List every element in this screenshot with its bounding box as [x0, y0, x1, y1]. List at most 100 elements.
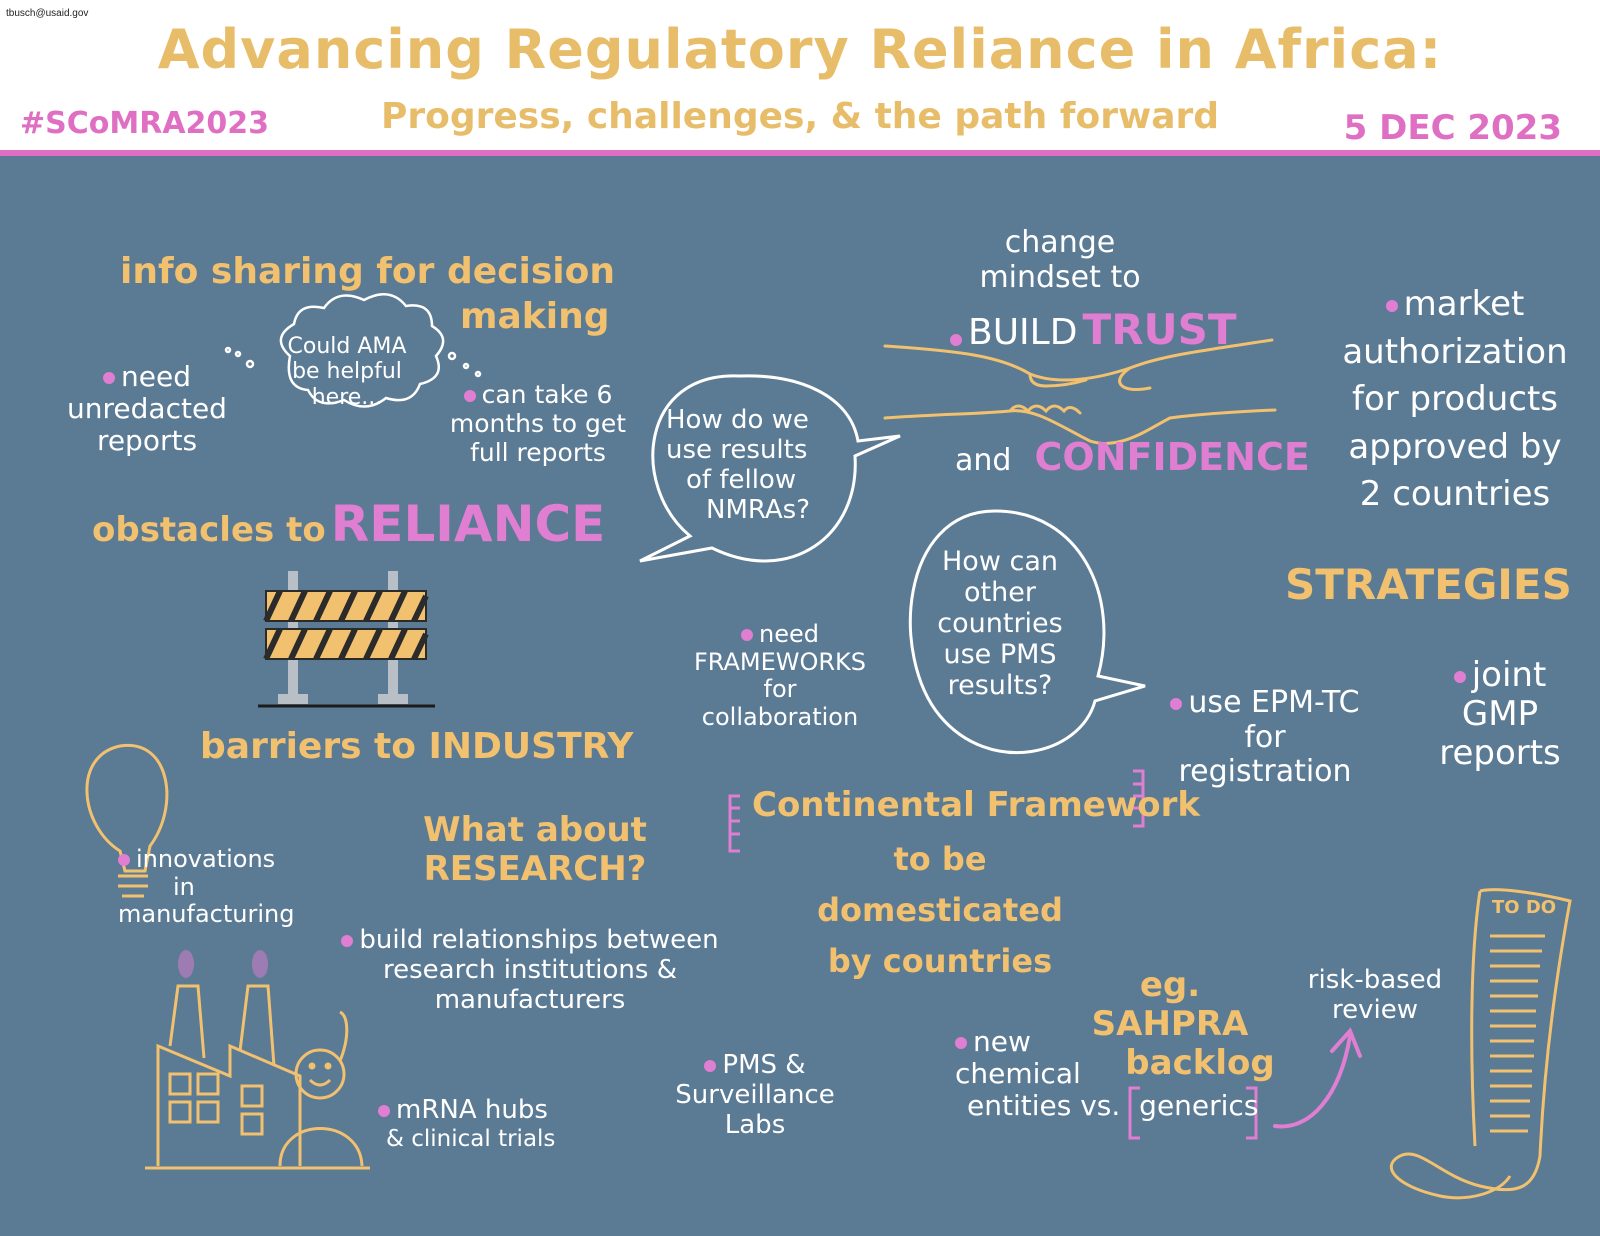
strategies-heading: STRATEGIES — [1285, 560, 1572, 609]
build-line-1: build relationships between — [359, 925, 719, 955]
nce-line-3: entities vs. — [967, 1089, 1121, 1123]
cloud-line-2: be helpful — [292, 359, 402, 385]
pms-line-3: Labs — [724, 1109, 786, 1140]
bullet-dot — [741, 629, 753, 641]
bullet-dot — [463, 390, 476, 402]
risk-line-2: review — [1332, 994, 1418, 1025]
mindset-note: change mindset to — [950, 225, 1170, 295]
generics-text: generics — [1139, 1089, 1259, 1123]
joint-line-1: joint — [1471, 655, 1547, 695]
frameworks-line-2: FRAMEWORKS — [693, 647, 867, 676]
mrna-line-1: mRNA hubs — [396, 1095, 548, 1125]
months-line-3: full reports — [470, 437, 606, 467]
info-sharing-heading-2: making — [460, 296, 610, 337]
bracket-icon — [728, 769, 1258, 1140]
speech-bubble-icon-2 — [908, 509, 1146, 755]
joint-gmp-note: joint GMP reports — [1420, 655, 1580, 774]
page-subtitle: Progress, challenges, & the path forward — [380, 96, 1220, 137]
joint-line-3: reports — [1439, 733, 1561, 774]
sketch-drawings — [85, 293, 1572, 1200]
frameworks-line-1: need — [759, 620, 819, 648]
bullet-dot — [950, 333, 962, 346]
risk-based-note: risk-based review — [1300, 965, 1450, 1026]
bubble-fellow-nmras: How do we use results of fellow NMRAs? — [666, 405, 846, 526]
obstacles-heading: obstacles to RELIANCE — [92, 495, 606, 554]
build-line-2: research institutions & — [383, 954, 677, 985]
domesticated-note: to be domesticated by countries — [780, 834, 1100, 988]
months-line-1: can take 6 — [481, 380, 613, 409]
months-note: can take 6 months to get full reports — [448, 380, 628, 467]
light-bulb-icon — [85, 743, 169, 898]
header: tbusch@usaid.gov Advancing Regulatory Re… — [0, 0, 1600, 152]
build-text: BUILD — [968, 312, 1078, 353]
bullet-dot — [955, 1037, 967, 1049]
frameworks-line-3: for — [763, 675, 797, 704]
speech-bubble-icon — [639, 374, 901, 563]
bubble1-line-2: use results — [666, 434, 808, 465]
domesticated-line-1: to be domesticated — [817, 840, 1063, 930]
bubble2-line-5: results? — [947, 670, 1053, 702]
build-line-3: manufacturers — [434, 984, 626, 1015]
bubble2-line-3: countries — [937, 608, 1063, 640]
author-email: tbusch@usaid.gov — [6, 8, 89, 19]
market-line-2: authorization — [1342, 331, 1568, 372]
innovations-note: innovations in manufacturing — [118, 845, 295, 929]
cloud-line-1: Could AMA — [287, 334, 407, 359]
innovations-line-3: manufacturing — [118, 900, 295, 929]
research-heading: What about RESEARCH? — [415, 810, 655, 890]
frameworks-line-4: collaboration — [701, 702, 859, 731]
todo-list-icon — [1389, 888, 1572, 1200]
and-text: and — [955, 443, 1012, 478]
research-line-1: What about — [423, 810, 647, 850]
bullet-dot — [341, 934, 354, 947]
smoke-icon — [178, 950, 268, 978]
research-line-2: RESEARCH? — [423, 849, 647, 890]
epm-tc-note: use EPM-TC for registration — [1150, 685, 1380, 790]
sahpra-heading: eg. SAHPRA backlog — [1060, 965, 1280, 1084]
unredacted-text: unredacted — [67, 392, 227, 426]
sahpra-line-1: eg. SAHPRA — [1091, 965, 1249, 1045]
build-trust-heading: BUILD TRUST — [950, 305, 1237, 354]
months-line-2: months to get — [449, 408, 627, 438]
header-divider — [0, 150, 1600, 156]
bullet-dot — [704, 1059, 717, 1072]
reports-text: reports — [96, 424, 198, 458]
joint-line-2: GMP — [1461, 694, 1539, 735]
sahpra-line-2: backlog — [1125, 1043, 1275, 1084]
obstacles-text: obstacles to — [92, 510, 326, 550]
page-title: Advancing Regulatory Reliance in Africa: — [157, 18, 1443, 81]
cloud-icon — [224, 293, 482, 408]
frameworks-note: need FRAMEWORKS for collaboration — [680, 620, 880, 731]
bubble1-line-3: of fellow — [686, 464, 797, 495]
need-unredacted-note: need unredacted reports — [62, 360, 232, 458]
pms-labs-note: PMS & Surveillance Labs — [670, 1050, 840, 1141]
market-line-3: for products — [1351, 379, 1559, 420]
continental-framework-heading: Continental Framework — [752, 785, 1200, 825]
mrna-line-2: & clinical trials — [386, 1125, 556, 1152]
trust-text: TRUST — [1082, 305, 1237, 354]
innovations-line-1: innovations — [136, 845, 276, 873]
arrow-icon — [1273, 1027, 1362, 1129]
bullet-dot — [1170, 697, 1183, 710]
epm-line-3: registration — [1178, 754, 1352, 789]
build-relationships-note: build relationships between research ins… — [340, 925, 720, 1016]
confidence-heading: and CONFIDENCE — [955, 435, 1310, 480]
bubble1-line-1: How do we — [666, 405, 809, 435]
bubble-pms-results: How can other countries use PMS results? — [925, 546, 1075, 701]
handshake-icon — [883, 338, 1277, 445]
todo-label: TO DO — [1492, 897, 1557, 918]
bubble2-line-1: How can — [942, 546, 1058, 577]
domesticated-line-2: by countries — [827, 942, 1053, 981]
event-hashtag: #SCoMRA2023 — [20, 106, 270, 141]
pms-line-1: PMS & — [722, 1050, 806, 1080]
barriers-heading: barriers to INDUSTRY — [200, 726, 634, 767]
epm-line-2: for — [1244, 719, 1286, 755]
reliance-text: RELIANCE — [330, 495, 606, 553]
bubble2-line-2: other — [964, 577, 1036, 609]
mindset-line-2: mindset to — [979, 259, 1141, 295]
market-line-1: market — [1403, 284, 1525, 324]
info-sharing-heading-1: info sharing for decision — [120, 251, 615, 292]
mrna-note: mRNA hubs & clinical trials — [378, 1095, 556, 1152]
sketchnote-board: info sharing for decision making need un… — [0, 156, 1600, 1236]
cloud-note: Could AMA be helpful here... — [282, 334, 412, 410]
